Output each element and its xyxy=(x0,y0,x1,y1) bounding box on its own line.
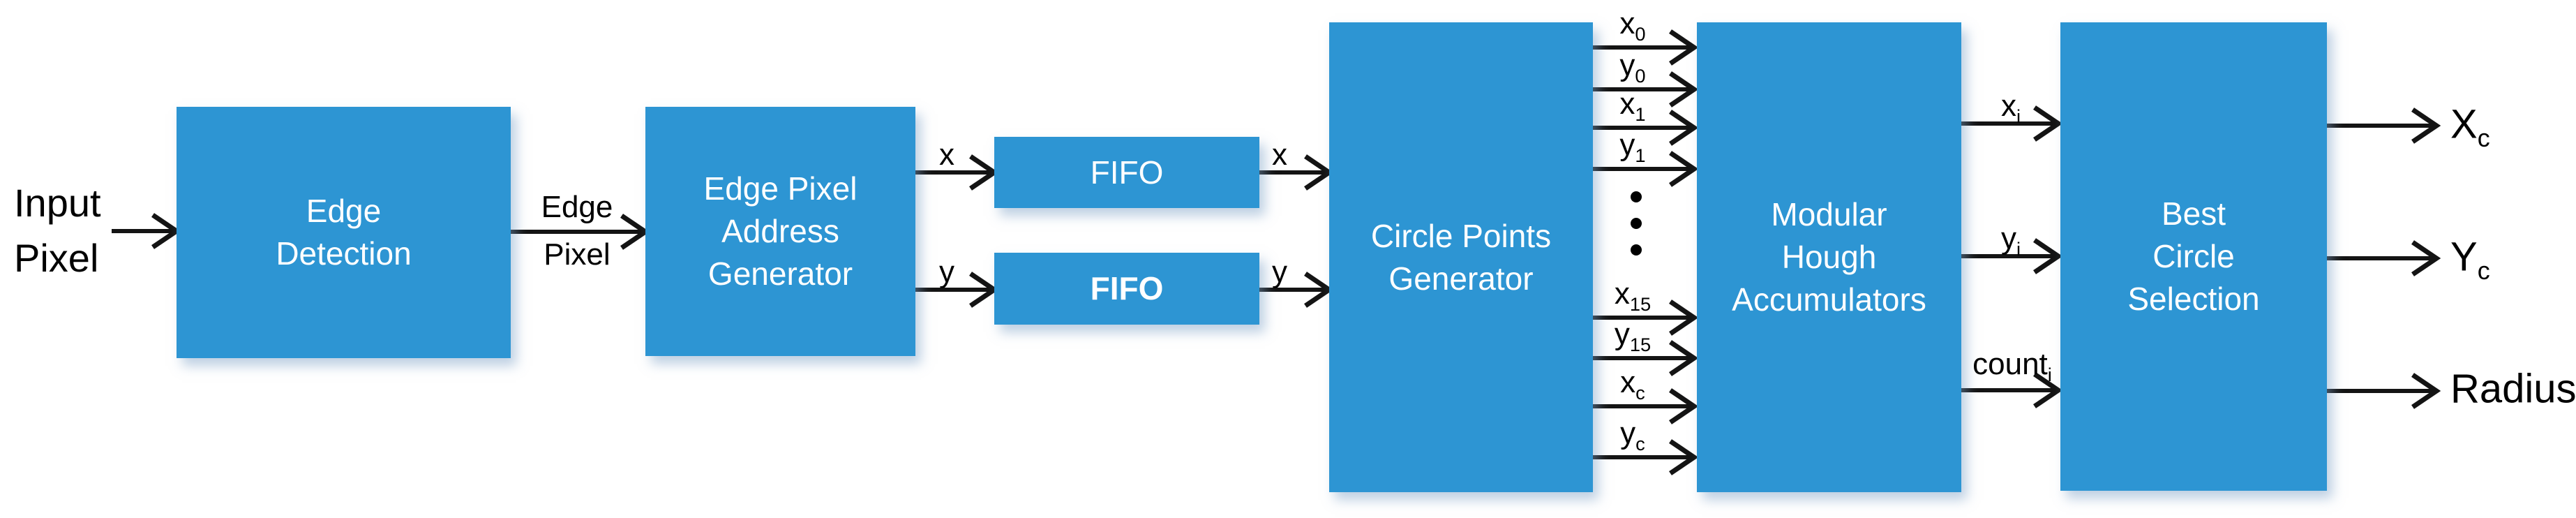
block-fifo-y: FIFO xyxy=(994,253,1259,325)
signal-label-yi: yi xyxy=(2000,221,2021,260)
arrow-y15 xyxy=(1593,340,1699,376)
arrow-xc xyxy=(1593,388,1699,424)
edge-pixel-label: Edge Pixel xyxy=(541,190,613,272)
arrow-x15 xyxy=(1593,299,1699,336)
output-label-xc: Xc xyxy=(2450,101,2490,153)
signal-label-x0: x0 xyxy=(1619,6,1646,45)
block-circle-points-generator-label: Circle Points Generator xyxy=(1370,217,1552,297)
arrow-x0 xyxy=(1593,29,1699,66)
arrow-yc xyxy=(1593,439,1699,475)
arrow-x1 xyxy=(1593,110,1699,146)
block-best-circle-selection-label: Best Circle Selection xyxy=(2127,195,2260,317)
x-to-fifo-label: x xyxy=(939,138,954,172)
block-fifo-y-label: FIFO xyxy=(1090,270,1164,307)
block-circle-points-generator: Circle Points Generator xyxy=(1329,22,1593,492)
arrow-output-yc xyxy=(2327,240,2441,276)
y-to-fifo-label: y xyxy=(939,255,954,289)
block-edge-detection: Edge Detection xyxy=(177,107,511,358)
signal-label-x15: x15 xyxy=(1614,276,1652,315)
signal-label-counti: counti xyxy=(1972,347,2052,385)
arrow-x-to-fifo xyxy=(915,154,999,191)
signal-label-x1: x1 xyxy=(1619,87,1646,125)
signal-label-y0: y0 xyxy=(1619,48,1646,87)
arrow-fifo-x-to-generator xyxy=(1259,154,1334,191)
arrow-output-radius xyxy=(2327,373,2441,409)
arrow-input-pixel xyxy=(112,213,181,249)
arrow-xi xyxy=(1961,105,2063,142)
input-pixel-label: Input Pixel xyxy=(14,181,101,280)
arrow-y0 xyxy=(1593,71,1699,108)
block-modular-hough-accumulators-label: Modular Hough Accumulators xyxy=(1732,196,1926,318)
arrow-yi xyxy=(1961,238,2063,274)
arrow-y1 xyxy=(1593,151,1699,187)
block-edge-pixel-address-generator-label: Edge Pixel Address Generator xyxy=(703,170,858,292)
signal-label-xc: xc xyxy=(1620,365,1645,404)
block-best-circle-selection: Best Circle Selection xyxy=(2060,22,2327,491)
block-edge-detection-label: Edge Detection xyxy=(276,193,412,272)
arrow-y-to-fifo xyxy=(915,272,999,308)
arrow-fifo-y-to-generator xyxy=(1259,272,1334,308)
signal-label-y15: y15 xyxy=(1614,317,1652,355)
arrow-output-xc xyxy=(2327,108,2441,144)
block-fifo-x: FIFO xyxy=(994,137,1259,208)
fifo-x-out-label: x xyxy=(1272,138,1287,172)
signal-label-xi: xi xyxy=(2000,89,2021,127)
block-edge-pixel-address-generator: Edge Pixel Address Generator xyxy=(645,107,915,356)
signal-label-y1: y1 xyxy=(1619,128,1646,166)
output-label-yc: Yc xyxy=(2450,234,2490,286)
arrow-counti xyxy=(1961,372,2063,408)
block-modular-hough-accumulators: Modular Hough Accumulators xyxy=(1697,22,1961,492)
signal-label-yc: yc xyxy=(1620,416,1645,454)
output-label-radius: Radius xyxy=(2450,366,2576,412)
fifo-y-out-label: y xyxy=(1272,255,1287,289)
block-fifo-x-label: FIFO xyxy=(1090,154,1164,191)
